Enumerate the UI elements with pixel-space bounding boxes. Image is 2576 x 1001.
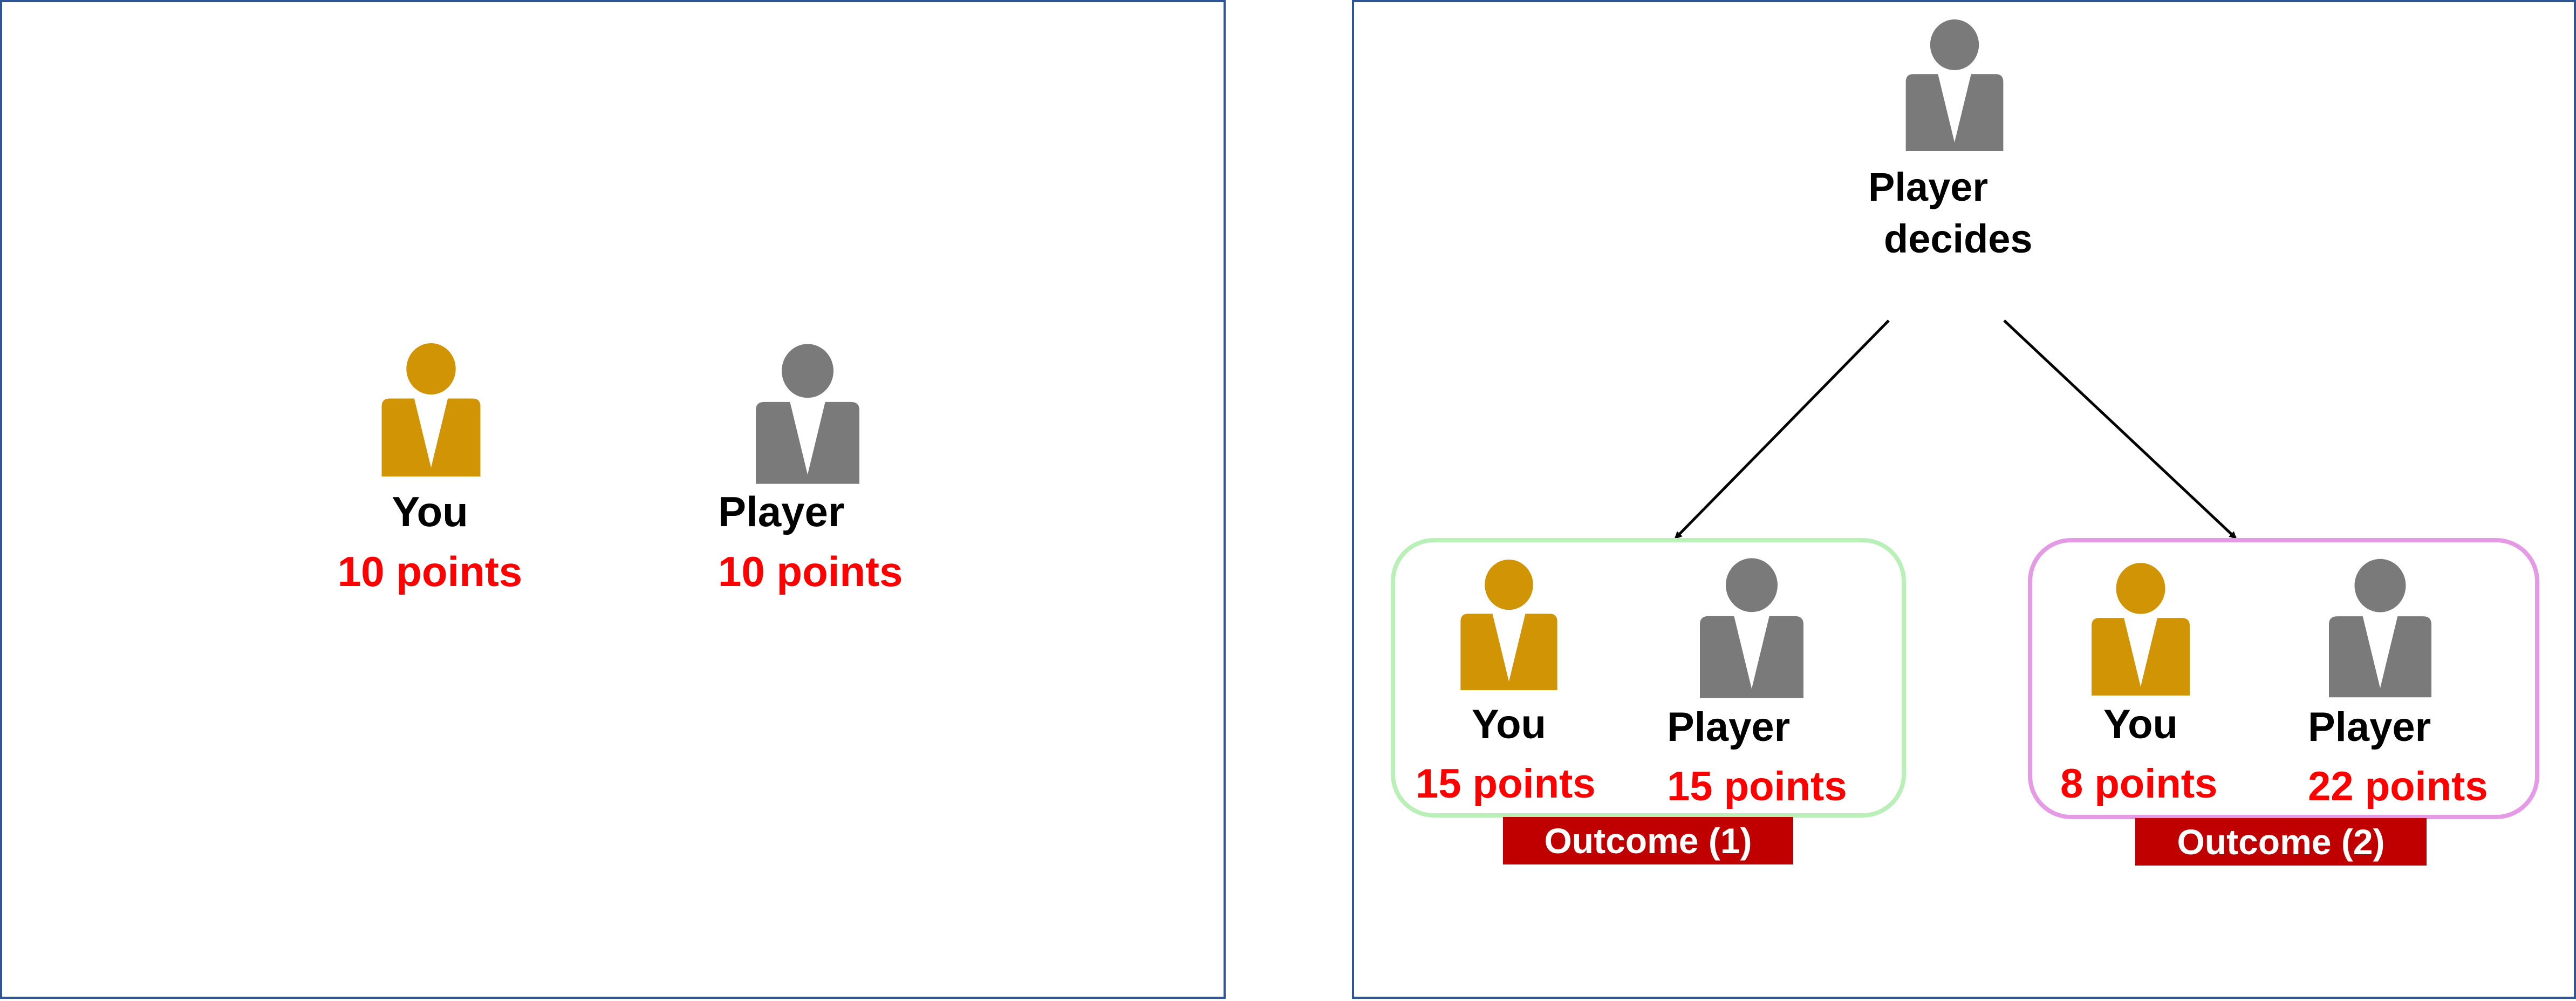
decider-person-icon <box>1903 19 2006 151</box>
outcome-2-you-person-icon <box>2092 563 2190 696</box>
outcome-1-player-label: Player <box>1667 704 1791 750</box>
player-person-icon <box>756 343 859 485</box>
outcome-1-you-person-icon <box>1458 560 1560 690</box>
you-points: 10 points <box>337 548 523 595</box>
you-label: You <box>392 488 468 535</box>
outcome-1-you-points: 15 points <box>1416 761 1596 807</box>
outcome-1-player-person-icon <box>1700 557 1803 699</box>
outcome-1-player-points: 15 points <box>1667 764 1847 809</box>
outcome-2-you-label: You <box>2103 702 2178 747</box>
player-label: Player <box>718 488 845 535</box>
decider-label-line1: Player <box>1868 165 1989 209</box>
outcome-1-tag: Outcome (1) <box>1503 817 1793 864</box>
player-points: 10 points <box>718 548 903 595</box>
you-person-icon <box>380 343 482 476</box>
outcome-2-you-points: 8 points <box>2060 761 2218 807</box>
decider-label-line2: decides <box>1884 216 2033 261</box>
outcome-1-you-label: You <box>1472 702 1546 747</box>
outcome-2-player-label: Player <box>2308 704 2431 750</box>
initial-state-panel: You 10 points Player 10 points <box>0 0 1226 999</box>
outcome-2-player-points: 22 points <box>2308 764 2488 809</box>
outcome-2-tag: Outcome (2) <box>2135 818 2427 866</box>
outcome-2-player-person-icon <box>2329 557 2431 699</box>
